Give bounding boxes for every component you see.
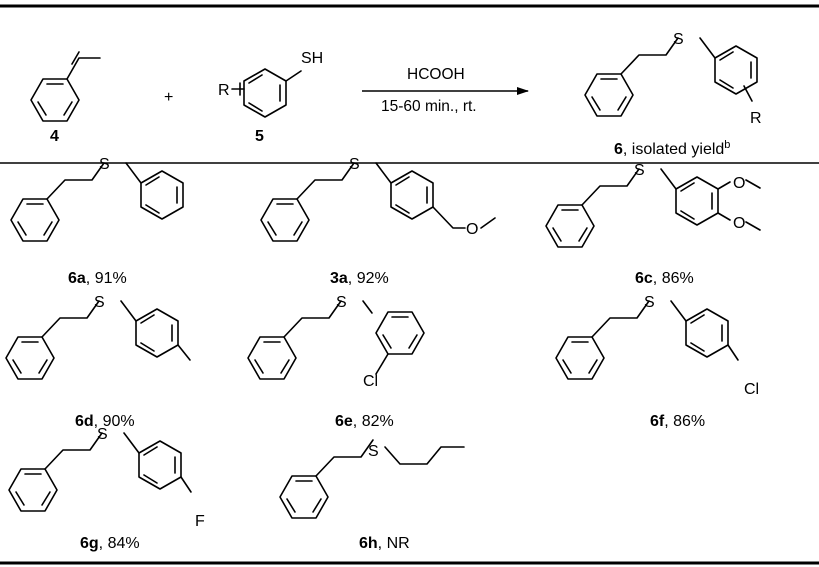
thiol-sh-label: SH	[301, 50, 323, 67]
compound-3a-label: 3a, 92%	[330, 270, 389, 287]
atom-s: S	[634, 162, 645, 179]
compound-6h-label: 6h, NR	[359, 535, 410, 552]
compound-6f-label: 6f, 86%	[650, 413, 705, 430]
product-structure	[585, 37, 758, 116]
styrene-structure	[30, 51, 101, 122]
compound-3a-structure	[261, 162, 496, 241]
atom-s: S	[94, 294, 105, 311]
atom-cl: Cl	[363, 373, 378, 390]
product-s-label: S	[673, 31, 684, 48]
thiol-structure	[231, 68, 302, 118]
compound-label-4: 4	[50, 128, 59, 145]
compound-6e-label: 6e, 82%	[335, 413, 394, 430]
atom-o: O	[466, 221, 478, 238]
atom-s: S	[644, 294, 655, 311]
atom-s: S	[99, 156, 110, 173]
compound-6g-label: 6g, 84%	[80, 535, 140, 552]
atom-s: S	[97, 426, 108, 443]
compound-6a-structure	[11, 162, 184, 241]
atom-cl: Cl	[744, 381, 759, 398]
atom-s: S	[336, 294, 347, 311]
reagent-label: HCOOH	[407, 66, 465, 83]
atom-o: O	[733, 215, 745, 232]
atom-o: O	[733, 175, 745, 192]
compound-6g-structure	[9, 432, 192, 511]
compound-6e-structure	[248, 300, 425, 379]
compound-6h-structure	[280, 440, 465, 518]
atom-s: S	[368, 443, 379, 460]
compound-label-6: 6	[614, 141, 623, 158]
plus-sign: +	[164, 89, 173, 106]
conditions-label: 15-60 min., rt.	[381, 98, 477, 115]
compound-6f-structure	[556, 300, 739, 379]
product-caption: 6, isolated yieldb	[614, 139, 730, 158]
compound-6c-label: 6c, 86%	[635, 270, 694, 287]
atom-f: F	[195, 513, 205, 530]
atom-s: S	[349, 156, 360, 173]
compound-6d-structure	[6, 300, 191, 379]
compound-6c-structure	[546, 168, 761, 247]
product-r-label: R	[750, 110, 762, 127]
compound-6d-label: 6d, 90%	[75, 413, 135, 430]
compound-6a-label: 6a, 91%	[68, 270, 127, 287]
thiol-r-label: R	[218, 82, 230, 99]
compound-label-5: 5	[255, 128, 264, 145]
